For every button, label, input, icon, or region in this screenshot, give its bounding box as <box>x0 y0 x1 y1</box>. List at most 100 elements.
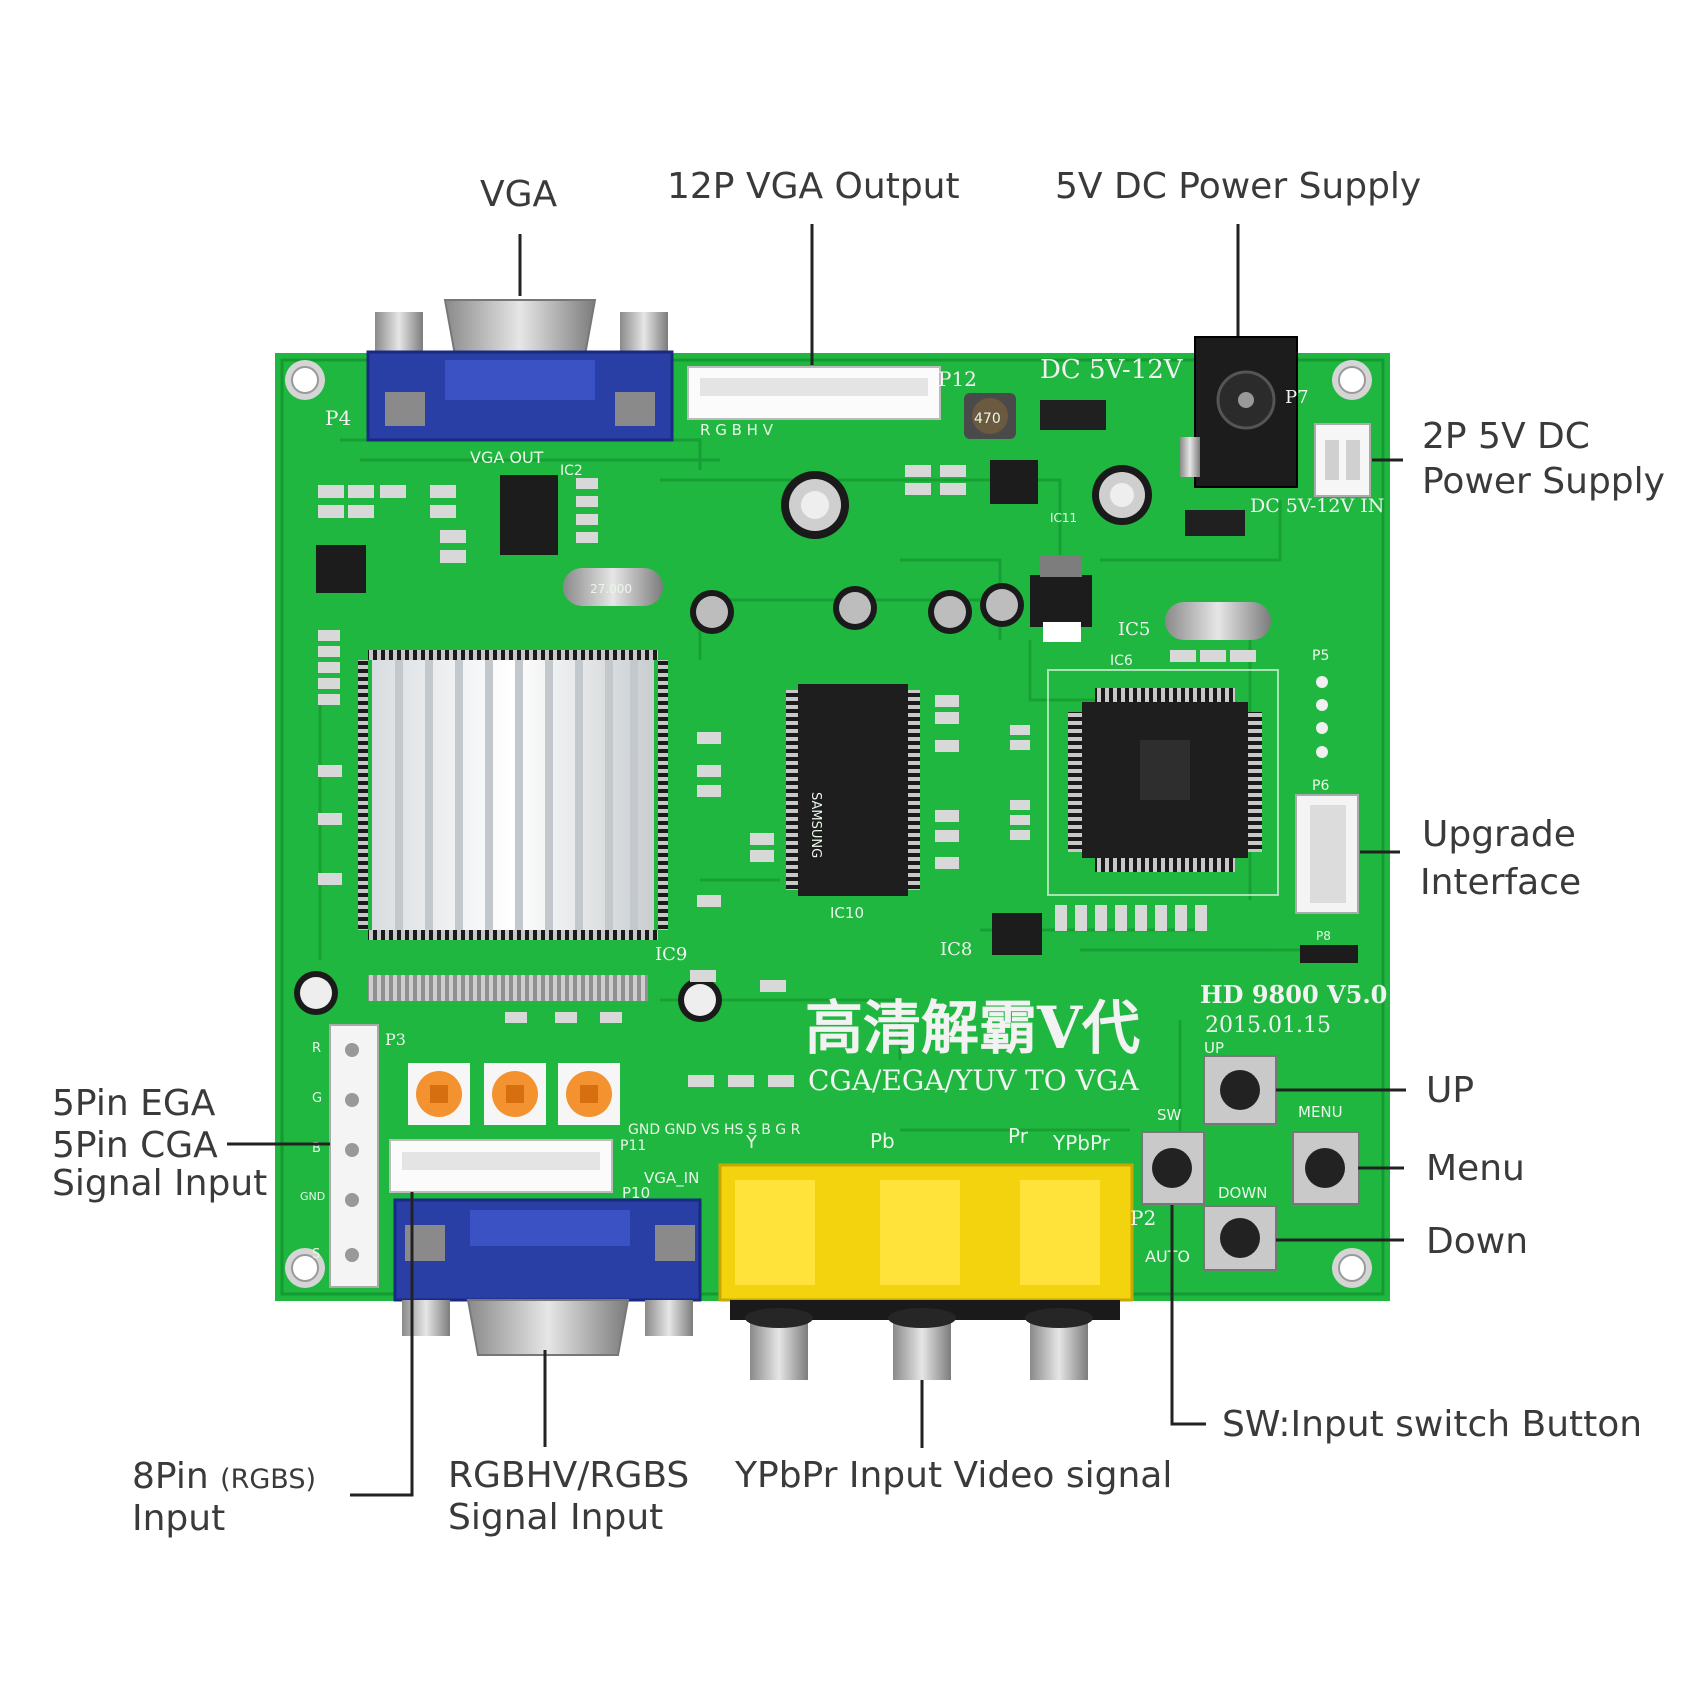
label-ega-line3: Signal Input <box>52 1163 268 1204</box>
p5-pads <box>1316 676 1328 758</box>
silk-p10: P10 <box>622 1184 650 1202</box>
label-ega-line1: 5Pin EGA <box>52 1083 216 1124</box>
sdram-ic10 <box>786 684 920 896</box>
silk-ega-pin-b: B <box>312 1141 321 1156</box>
label-menu: Menu <box>1426 1148 1525 1189</box>
main-chip-ic6 <box>1047 669 1279 896</box>
silk-btn-up: UP <box>1204 1039 1224 1057</box>
silk-p4: P4 <box>325 406 351 430</box>
silk-p5: P5 <box>1312 648 1329 664</box>
leader-lines <box>227 224 1406 1497</box>
silk-p8: P8 <box>1316 929 1331 943</box>
ic11 <box>990 460 1038 504</box>
power-2p-header <box>1314 423 1371 497</box>
label-sw: SW:Input switch Button <box>1222 1404 1643 1445</box>
silk-ega-pin-gnd: GND <box>300 1190 325 1203</box>
silk-crystal: 27.000 <box>590 582 632 596</box>
ic2 <box>500 475 558 555</box>
silk-vga-in: VGA_IN <box>644 1169 699 1188</box>
ic1 <box>316 545 366 593</box>
tactile-buttons <box>1141 1055 1360 1271</box>
silk-date: 2015.01.15 <box>1205 1013 1331 1038</box>
silk-btn-auto: AUTO <box>1145 1247 1190 1266</box>
crystal-y2 <box>1165 602 1271 640</box>
label-rgbhv-line2: Signal Input <box>448 1497 664 1538</box>
dc-barrel-jack <box>1180 336 1298 488</box>
label-power-2p-line2: Power Supply <box>1422 461 1665 502</box>
silk-dc-range: DC 5V-12V <box>1040 355 1184 385</box>
silk-convert: CGA/EGA/YUV TO VGA <box>808 1064 1139 1097</box>
label-rgbs-paren: (RGBS) <box>220 1464 317 1495</box>
silk-rca-y: Y <box>745 1132 758 1153</box>
label-rgbhv-line1: RGBHV/RGBS <box>448 1455 690 1496</box>
mounting-holes <box>285 360 1372 1288</box>
silk-pins-out: R G B H V <box>700 421 774 439</box>
silk-ega-pin-s: S <box>312 1247 320 1262</box>
label-rgbs-input: Input <box>132 1498 226 1539</box>
silk-btn-down: DOWN <box>1218 1184 1267 1202</box>
silk-dc-in: DC 5V-12V IN <box>1250 495 1384 517</box>
silk-chinese: 高清解霸V代 <box>805 994 1140 1062</box>
label-rgbs-line1: 8Pin (RGBS) <box>132 1456 316 1501</box>
potentiometers <box>408 1063 620 1125</box>
silk-rca-pb: Pb <box>870 1129 895 1153</box>
heatsink <box>358 650 668 940</box>
vga-output-connector <box>366 299 674 442</box>
silk-ic8: IC8 <box>940 939 972 960</box>
label-upgrade-line2: Interface <box>1420 862 1582 903</box>
silk-p2: P2 <box>1130 1206 1156 1230</box>
diode-d2 <box>1185 510 1245 536</box>
ic8 <box>992 913 1042 955</box>
silk-p11: P11 <box>620 1138 646 1154</box>
label-ega-line2: 5Pin CGA <box>52 1125 218 1166</box>
down-button-part <box>1203 1205 1277 1271</box>
silk-model: HD 9800 V5.0 <box>1200 980 1387 1009</box>
silk-p12: P12 <box>938 367 977 391</box>
leader-sw <box>1170 1205 1206 1426</box>
silk-p6: P6 <box>1312 778 1329 794</box>
label-power-2p-line1: 2P 5V DC <box>1422 416 1590 457</box>
electrolytic-capacitors <box>294 465 1152 1022</box>
silkscreen-text: DC 5V-12V DC 5V-12V IN HD 9800 V5.0 2015… <box>300 355 1387 1266</box>
silk-btn-sw: SW <box>1157 1106 1182 1124</box>
jumper-p8 <box>1300 945 1358 963</box>
silk-ic5: IC5 <box>1118 619 1150 640</box>
silk-p3: P3 <box>385 1030 406 1049</box>
rca-ypbpr-connectors <box>718 1163 1134 1380</box>
label-upgrade-line1: Upgrade <box>1422 814 1576 855</box>
label-down: Down <box>1426 1221 1529 1262</box>
silk-chip-ic10: SAMSUNG <box>808 792 823 858</box>
silk-ega-pin-g: G <box>312 1091 322 1106</box>
silk-ic10: IC10 <box>830 904 864 922</box>
silk-ega-pin-r: R <box>312 1041 321 1056</box>
silk-btn-menu: MENU <box>1298 1103 1343 1121</box>
silk-rca-pr: Pr <box>1008 1124 1029 1148</box>
silk-ic6: IC6 <box>1110 653 1133 669</box>
sw-button-part <box>1141 1131 1205 1205</box>
label-vga-output: 12P VGA Output <box>667 166 960 207</box>
diode-d3 <box>1040 400 1106 430</box>
smd-components <box>318 465 1256 1087</box>
upgrade-connector-p6 <box>1295 794 1359 914</box>
label-up: UP <box>1426 1070 1475 1111</box>
silk-inductor: 470 <box>974 411 1001 427</box>
silk-pins-in: GND GND VS HS S B G R <box>628 1122 801 1138</box>
vga-output-header-p12 <box>687 366 941 420</box>
inductor <box>964 393 1016 439</box>
crystal-y1 <box>563 568 663 606</box>
ega-cga-connector-p3 <box>329 1024 379 1288</box>
label-rgbs-pin: 8Pin <box>132 1456 209 1497</box>
menu-button-part <box>1292 1131 1360 1205</box>
label-vga: VGA <box>480 174 558 215</box>
silk-ic9: IC9 <box>655 944 687 965</box>
silk-rca-ypbpr: YPbPr <box>1052 1131 1111 1155</box>
label-power-supply: 5V DC Power Supply <box>1055 166 1422 207</box>
leader-rgbs <box>350 1192 414 1497</box>
silk-ic11: IC11 <box>1050 511 1077 525</box>
silk-p7: P7 <box>1285 387 1309 408</box>
regulator <box>1030 575 1092 627</box>
label-ypbpr: YPbPr Input Video signal <box>735 1455 1173 1496</box>
up-button-part <box>1203 1055 1277 1125</box>
